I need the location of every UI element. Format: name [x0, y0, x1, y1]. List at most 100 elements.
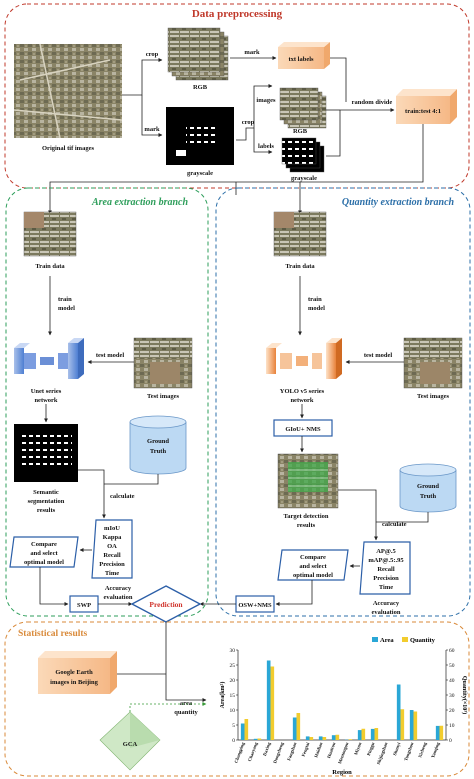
- train-test-text: train:test 4:1: [405, 108, 441, 115]
- y2-axis-label: Quantity(×10³): [461, 676, 468, 714]
- bar-quantity: [413, 711, 418, 740]
- preprocessing-title: Data preprocessing: [192, 8, 283, 20]
- giou-nms-box: [273, 419, 333, 437]
- x-tick-label: Shunyi: [392, 741, 402, 756]
- x-tick-label: Daxing: [262, 741, 272, 757]
- quantity-compare-label-1: Compare: [300, 554, 326, 561]
- y2-tick-label: 20: [449, 708, 455, 714]
- grayscale-left-label: grayscale: [187, 170, 213, 177]
- random-divide-label: random divide: [352, 99, 393, 106]
- google-earth-label-1: Google Earth: [55, 669, 93, 676]
- google-earth-box: [38, 651, 117, 694]
- area-metrics-box: [91, 519, 133, 579]
- bar-quantity: [361, 728, 366, 740]
- area-metric-precision: Precision: [99, 561, 125, 568]
- x-tick-label: Huairou: [326, 741, 336, 759]
- bar-quantity: [322, 737, 327, 740]
- x-tick-label: Tongzhou: [403, 741, 414, 761]
- quantity-accuracy-label-1: Accuracy: [373, 600, 400, 607]
- x-tick-label: Haidian: [313, 741, 323, 758]
- y-tick-label: 5: [232, 723, 235, 729]
- bar-quantity: [348, 739, 353, 740]
- quantity-test-images: [403, 337, 463, 389]
- area-ground-truth: [129, 415, 187, 475]
- txt-labels-box: [278, 42, 330, 69]
- y2-tick-label: 60: [449, 648, 455, 654]
- rgb-crops-right: [279, 87, 327, 129]
- bar-quantity: [309, 737, 314, 740]
- area-test-images: [133, 337, 193, 389]
- unet-label-2: network: [34, 397, 57, 404]
- x-tick-label: Xicheng: [417, 741, 427, 758]
- y-tick-label: 30: [230, 648, 236, 654]
- y-tick-label: 0: [232, 738, 235, 744]
- bar-area: [240, 723, 245, 740]
- google-earth-label-2: images in Beijing: [50, 679, 98, 686]
- quantity-calculate-label: calculate: [382, 521, 407, 528]
- x-tick-label: Shijingshan: [376, 741, 389, 765]
- area-gt-label-2: Truth: [150, 448, 167, 455]
- area-gt-label-1: Ground: [147, 438, 169, 445]
- quantity-train-label-2: model: [308, 305, 325, 312]
- yolo-network-icon: [266, 338, 342, 379]
- area-branch-title: Area extraction branch: [91, 197, 189, 208]
- bar-quantity: [244, 719, 249, 740]
- quantity-compare-label-2: and select: [299, 563, 327, 570]
- bar-area: [370, 728, 375, 740]
- bar-area: [318, 736, 323, 740]
- area-branch-panel: [5, 187, 209, 617]
- x-tick-label: Yanqing: [430, 741, 441, 759]
- quantity-branch-title: Quantity extraction branch: [342, 197, 455, 208]
- original-label: Original tif images: [42, 145, 94, 152]
- preprocessing-panel: [4, 3, 470, 189]
- bar-quantity: [400, 709, 405, 740]
- quantity-metric-map: mAP@.5:.95: [368, 557, 404, 564]
- segmentation-result: [14, 424, 78, 482]
- area-metric-time: Time: [105, 570, 119, 577]
- quantity-train-data-label: Train data: [285, 263, 315, 270]
- bar-area: [396, 684, 401, 740]
- bar-area: [253, 738, 258, 740]
- legend-label-quantity: Quantity: [410, 637, 436, 644]
- x-tick-label: Mentougou: [337, 741, 350, 764]
- bar-area: [266, 660, 271, 740]
- txt-labels-text: txt labels: [288, 56, 314, 63]
- area-train-label-2: model: [58, 305, 75, 312]
- area-quantity-label-1: area: [180, 700, 193, 707]
- labels-label: labels: [258, 143, 274, 150]
- quantity-test-images-label: Test images: [417, 393, 450, 400]
- y-tick-label: 25: [230, 663, 236, 669]
- quantity-compare-box: [277, 549, 349, 581]
- chart-legend: Area Quantity: [372, 637, 436, 644]
- bar-quantity: [296, 713, 301, 740]
- area-accuracy-label-1: Accuracy: [105, 585, 132, 592]
- grayscale-right-label: grayscale: [291, 175, 317, 182]
- yolo-label-1: YOLO v5 series: [280, 388, 325, 395]
- y2-tick-label: 30: [449, 693, 455, 699]
- area-compare-label-3: optimal model: [24, 559, 64, 566]
- osw-nms-label: OSW+NMS: [238, 602, 272, 609]
- images-label: images: [256, 97, 276, 104]
- quantity-train-data-image: [273, 211, 327, 257]
- bar-quantity: [374, 728, 379, 740]
- bar-quantity: [335, 734, 340, 740]
- grayscale-mask-left: [166, 107, 234, 165]
- x-tick-label: Fengtai: [301, 741, 311, 757]
- quantity-compare-label-3: optimal model: [293, 572, 333, 579]
- y2-tick-label: 40: [449, 678, 455, 684]
- area-metric-kappa: Kappa: [103, 534, 123, 541]
- quantity-metrics-box: [359, 541, 411, 595]
- chart-bars: [240, 660, 444, 740]
- x-tick-label: Miyun: [353, 741, 362, 755]
- seg-label-3: results: [37, 507, 56, 514]
- crop-top-label: crop: [146, 51, 159, 58]
- quantity-metric-precision: Precision: [373, 575, 399, 582]
- quantity-accuracy-label-2: evaluation: [372, 609, 401, 616]
- legend-label-area: Area: [380, 637, 394, 644]
- area-compare-label-2: and select: [30, 550, 58, 557]
- quantity-branch-panel: [215, 187, 471, 617]
- rgb-bottom-label: RGB: [293, 128, 308, 135]
- train-test-box: [396, 89, 457, 124]
- statistical-panel: [4, 621, 470, 777]
